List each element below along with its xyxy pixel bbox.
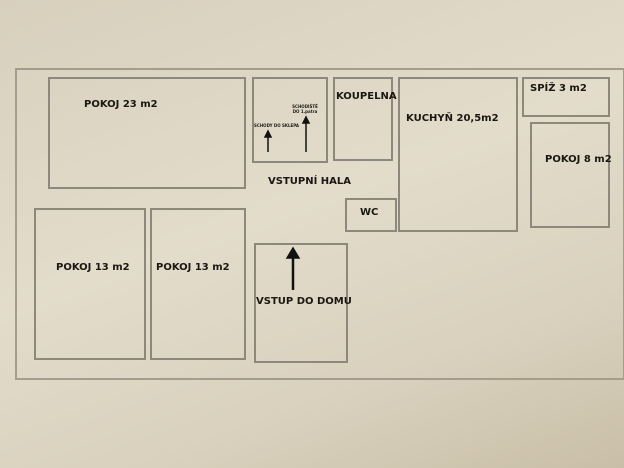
label-pokoj-23: POKOJ 23 m2: [84, 99, 158, 110]
label-stairs-cellar: SCHODY DO SKLEPA: [254, 123, 299, 128]
room-kuchyn: [398, 77, 518, 232]
room-koupelna: [333, 77, 393, 161]
room-pokoj-23: [48, 77, 246, 189]
label-pokoj-13-mid: POKOJ 13 m2: [156, 262, 230, 273]
room-wc: [345, 198, 397, 232]
room-spiz: [522, 77, 610, 117]
label-wc: WC: [360, 207, 379, 218]
label-kuchyn: KUCHYŇ 20,5m2: [406, 113, 499, 124]
label-pokoj-8: POKOJ 8 m2: [545, 154, 612, 165]
room-pokoj-8: [530, 122, 610, 228]
label-entrance: VSTUP DO DOMU: [256, 296, 352, 307]
room-entrance: [254, 243, 348, 363]
room-pokoj-13-mid: [150, 208, 246, 360]
label-spiz: SPÍŽ 3 m2: [530, 83, 587, 94]
room-pokoj-13-left: [34, 208, 146, 360]
room-stairs: [252, 77, 328, 163]
label-pokoj-13-left: POKOJ 13 m2: [56, 262, 130, 273]
label-koupelna: KOUPELNA: [336, 91, 397, 102]
label-hall: VSTUPNÍ HALA: [268, 176, 352, 187]
label-stairs-upper: SCHODIŠTĚ DO 1.patra: [292, 104, 318, 114]
